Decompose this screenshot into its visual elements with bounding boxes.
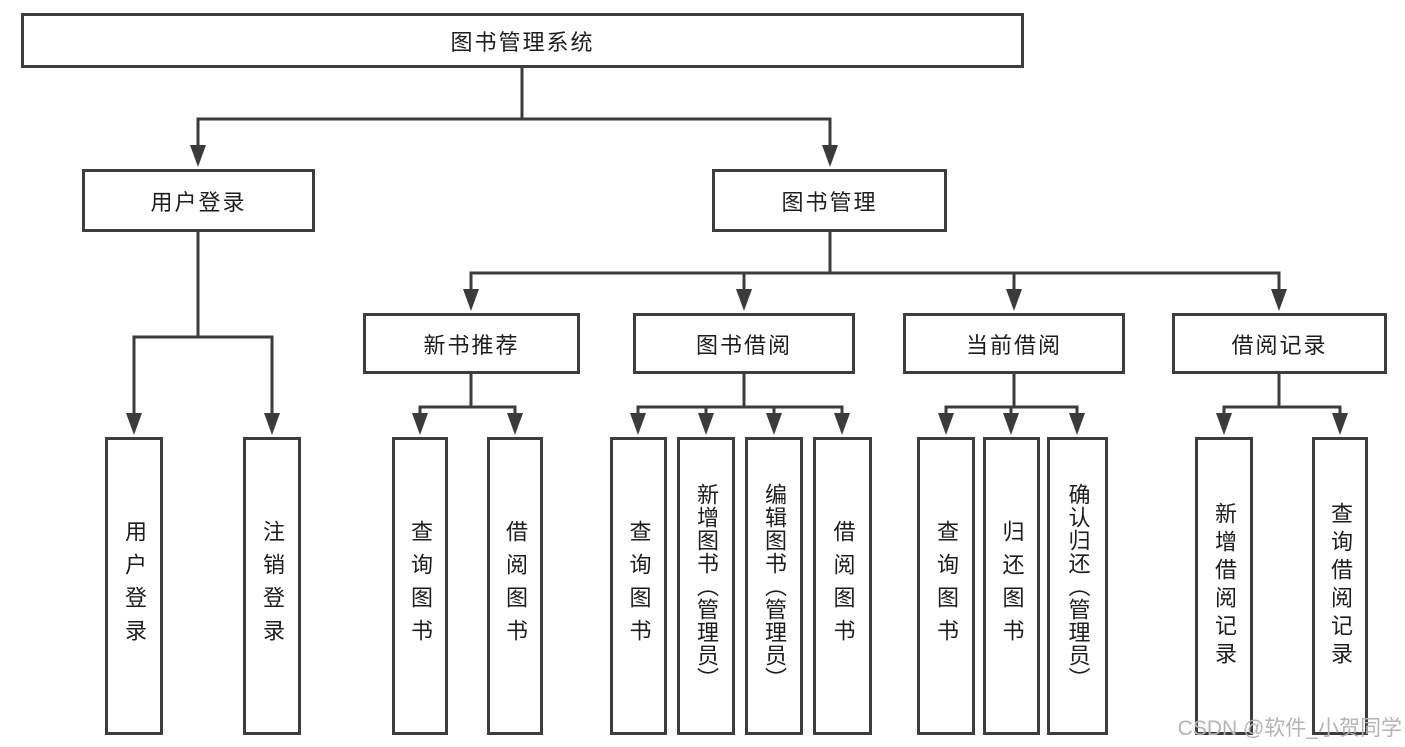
connector-borrow-records-children [1222,374,1342,425]
node-current-borrow: 当前借阅 [903,313,1125,374]
node-new-book-recommend: 新书推荐 [363,313,580,374]
leaf-logout-label: 注销登录 [260,520,285,652]
leaf-bb-query-books-label: 查询图书 [626,520,652,652]
node-root: 图书管理系统 [21,13,1024,68]
arrowhead [412,413,428,435]
arrowhead [190,145,206,167]
arrowhead [1006,289,1022,311]
leaf-nbr-borrow-books: 借阅图书 [487,437,543,735]
arrowhead [507,413,523,435]
leaf-br-query-record-label: 查询借阅记录 [1328,502,1353,670]
leaf-br-query-record: 查询借阅记录 [1312,437,1368,735]
node-book-borrow-label: 图书借阅 [695,332,792,358]
leaf-cb-query-books: 查询图书 [917,437,975,735]
leaf-bb-query-books: 查询图书 [610,437,667,735]
leaf-nbr-borrow-books-label: 借阅图书 [503,520,528,652]
node-book-management: 图书管理 [712,169,947,232]
leaf-bb-edit-books-admin: 编辑图书（管理员） [745,437,803,735]
connector-root-to-level2 [196,68,832,157]
arrowhead [938,413,954,435]
leaf-user-login: 用户登录 [105,437,163,735]
node-book-management-label: 图书管理 [781,189,878,215]
arrowhead [736,289,752,311]
leaf-bb-borrow-books: 借阅图书 [813,437,872,735]
node-borrow-records-label: 借阅记录 [1231,332,1328,358]
node-current-borrow-label: 当前借阅 [965,332,1062,358]
node-new-book-recommend-label: 新书推荐 [423,332,520,358]
node-root-label: 图书管理系统 [450,29,595,55]
arrowheads [126,145,1348,435]
leaf-logout: 注销登录 [243,437,301,735]
leaf-bb-borrow-books-label: 借阅图书 [830,520,856,652]
leaf-cb-return-books: 归还图书 [983,437,1040,735]
leaf-nbr-query-books-label: 查询图书 [408,520,433,652]
leaf-bb-add-books-admin: 新增图书（管理员） [677,437,735,735]
leaf-bb-edit-books-admin-label: 编辑图书（管理员） [762,482,787,690]
node-user-login: 用户登录 [82,169,315,232]
arrowhead [630,413,646,435]
leaf-br-add-record: 新增借阅记录 [1195,437,1253,735]
arrowhead [698,413,714,435]
arrowhead [126,413,142,435]
arrowhead [766,413,782,435]
arrowhead [822,145,838,167]
node-borrow-records: 借阅记录 [1172,313,1387,374]
node-book-borrow: 图书借阅 [633,313,855,374]
arrowhead [1216,413,1232,435]
leaf-cb-confirm-return-admin: 确认归还（管理员） [1047,437,1108,735]
leaf-br-add-record-label: 新增借阅记录 [1212,502,1237,670]
arrowhead [1003,413,1019,435]
watermark: CSDN @软件_小贺同学 [1177,717,1402,740]
connector-book-mgmt-to-level3 [469,232,1281,301]
leaf-cb-return-books-label: 归还图书 [999,520,1025,652]
connector-new-book-rec-children [418,374,517,425]
arrowhead [1069,413,1085,435]
leaf-bb-add-books-admin-label: 新增图书（管理员） [694,482,719,690]
connector-book-borrow-children [636,374,844,425]
leaf-nbr-query-books: 查询图书 [392,437,448,735]
arrowhead [264,413,280,435]
node-user-login-label: 用户登录 [150,189,247,215]
leaf-cb-confirm-return-admin-label: 确认归还（管理员） [1065,482,1091,690]
arrowhead [834,413,850,435]
arrowhead [1332,413,1348,435]
connector-user-login-children [132,232,274,425]
leaf-user-login-label: 用户登录 [122,520,147,652]
arrowhead [1271,289,1287,311]
leaf-cb-query-books-label: 查询图书 [934,520,959,652]
arrowhead [463,289,479,311]
